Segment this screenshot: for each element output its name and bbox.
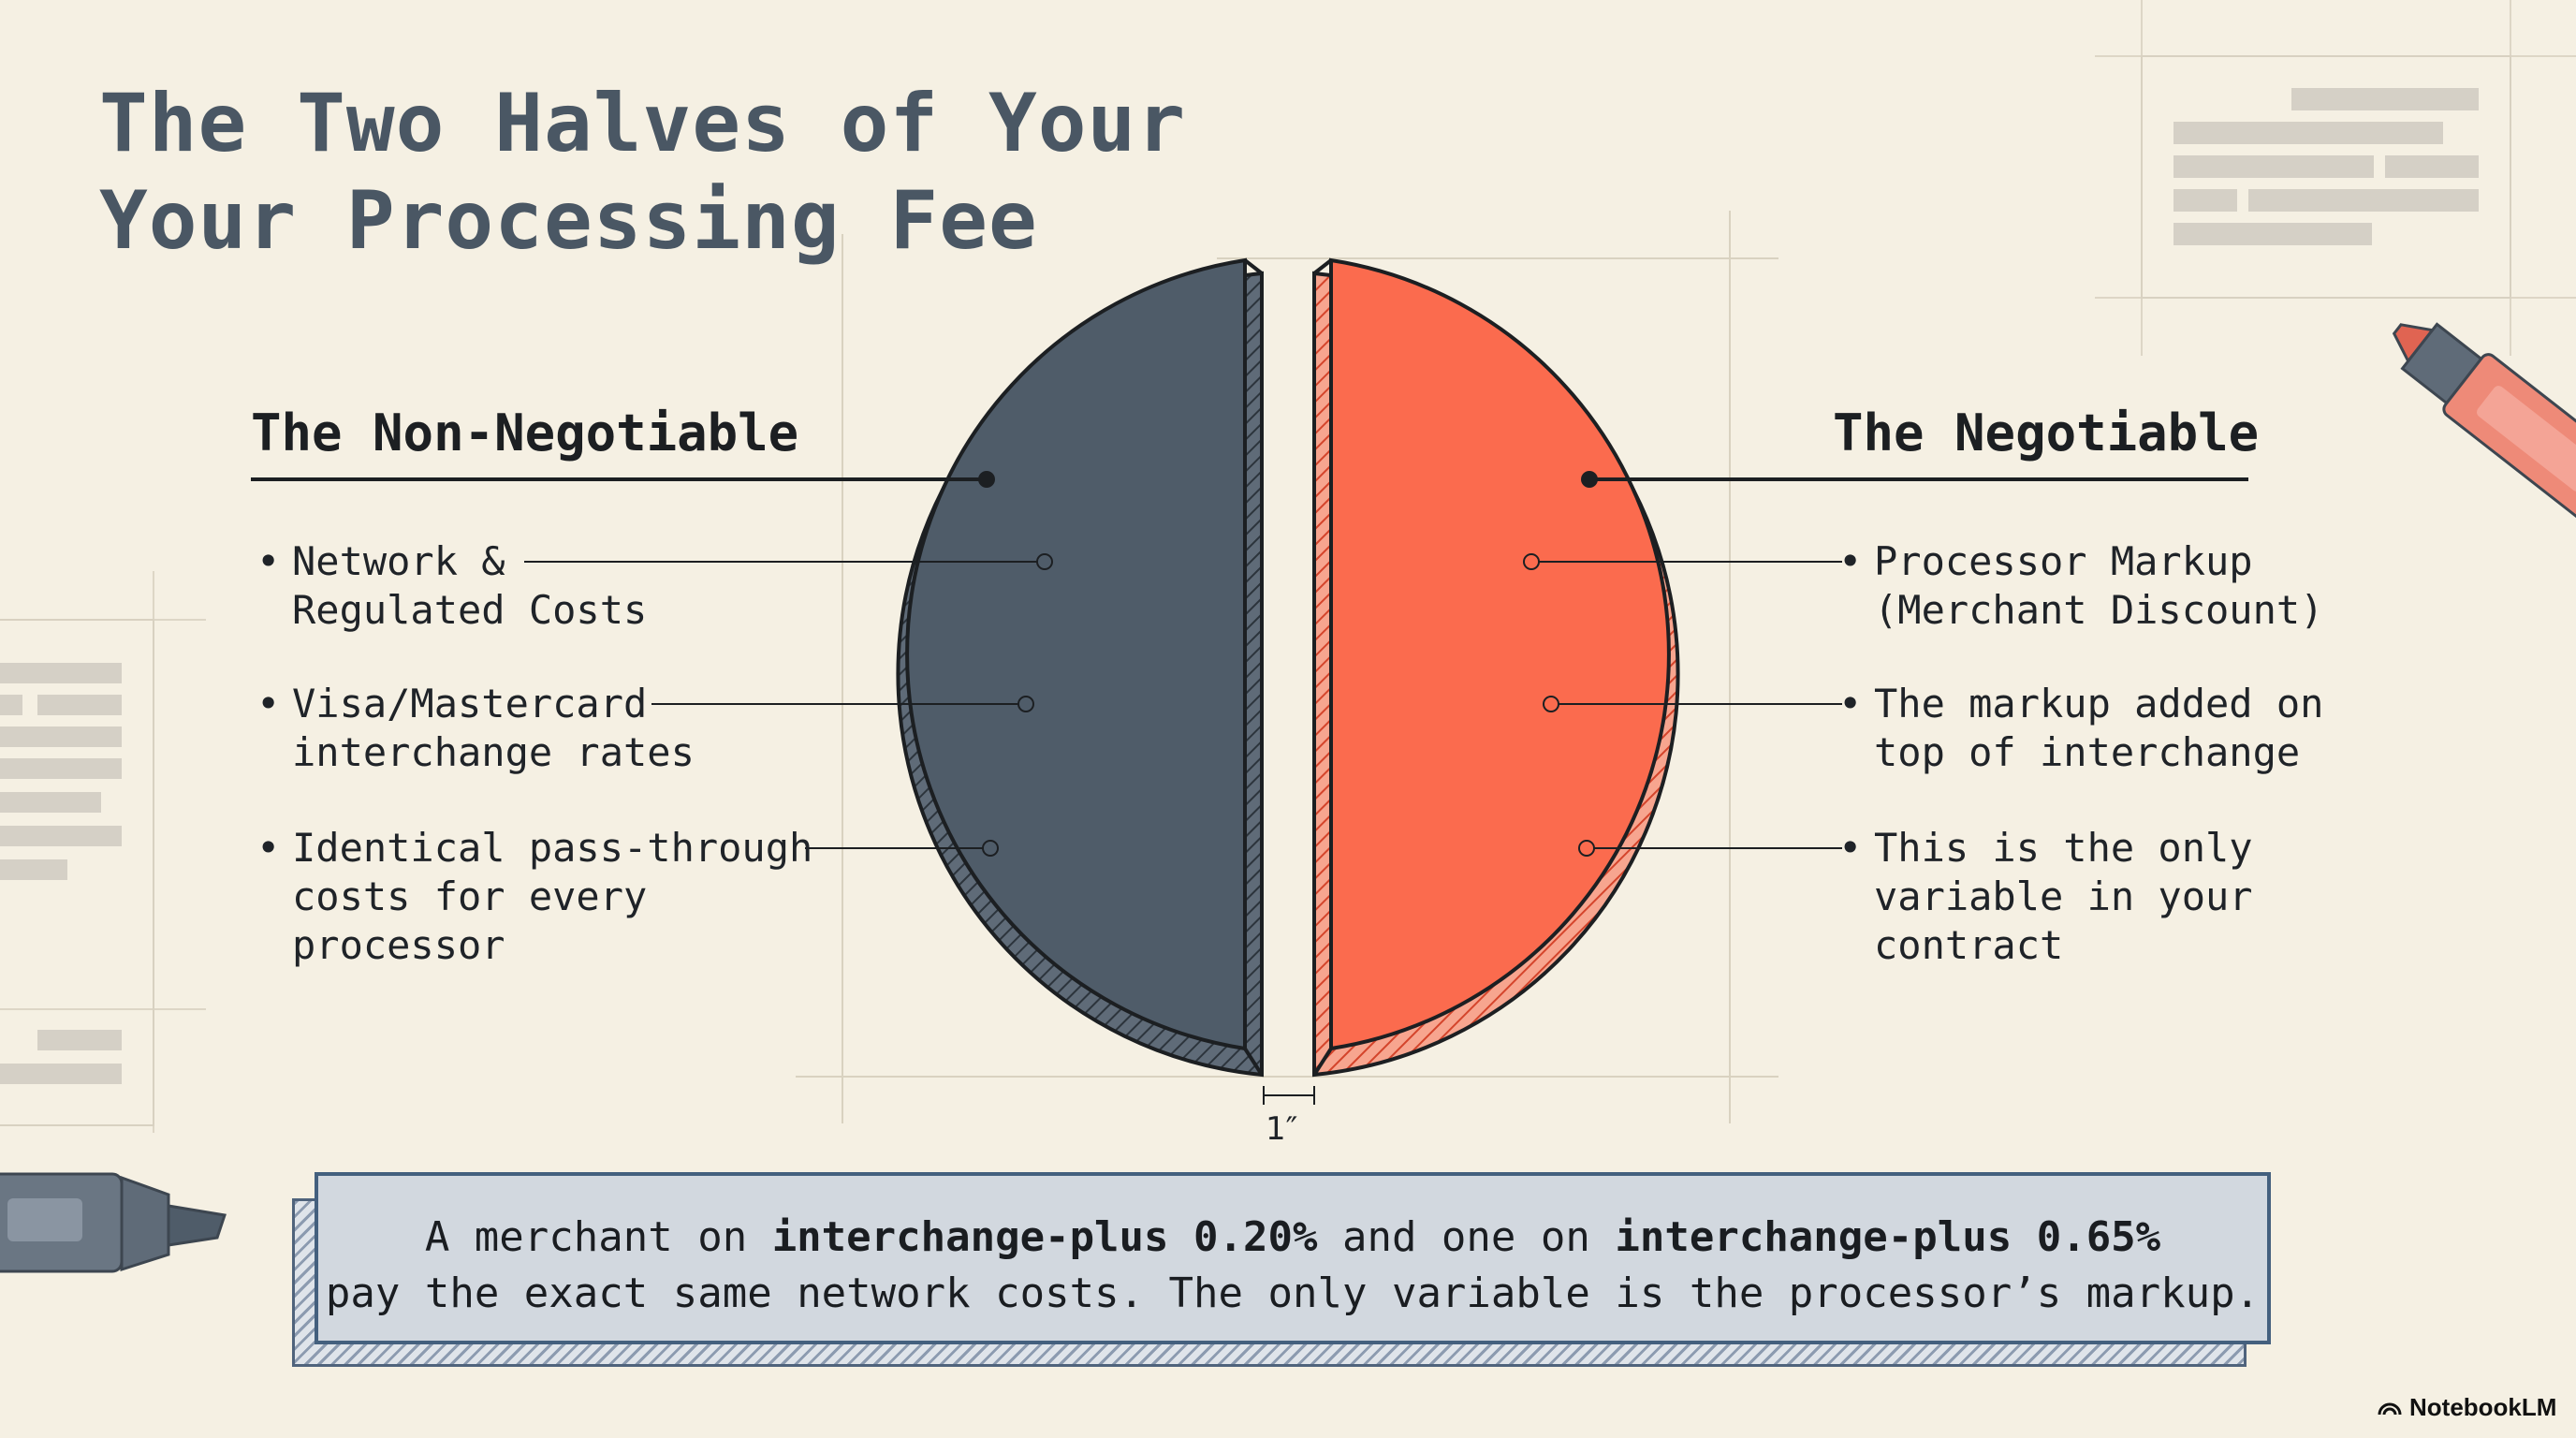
bullet-dot: • — [256, 538, 281, 584]
summary-callout: A merchant on interchange-plus 0.20% and… — [315, 1172, 2271, 1344]
right-bullet-markup-added: • The markup added on top of interchange — [1838, 680, 2324, 777]
pie-right-half — [1312, 257, 1680, 1078]
gap-dimension-marker — [1263, 1086, 1315, 1105]
notebooklm-logo-icon — [2378, 1393, 2402, 1422]
notebooklm-brand: NotebookLM — [2378, 1393, 2556, 1422]
bullet-dot: • — [1838, 825, 1863, 871]
bullet-line: processor — [292, 922, 505, 968]
bullet-line: interchange rates — [292, 729, 695, 775]
highlighter-top-right — [2392, 322, 2576, 524]
document-sketch-left — [0, 571, 206, 1133]
heading-connector-left — [251, 471, 995, 488]
bullet-line: Processor Markup — [1874, 538, 2253, 584]
pie-left-half — [896, 257, 1264, 1078]
title-line-2: Your Processing Fee — [99, 174, 1038, 268]
non-negotiable-heading: The Non-Negotiable — [251, 404, 799, 462]
left-bullet-pass-through: • Identical pass-through costs for every… — [256, 824, 813, 970]
bullet-dot: • — [256, 681, 281, 726]
right-bullet-processor-markup: • Processor Markup (Merchant Discount) — [1838, 537, 2324, 635]
callout-row-2: pay the exact same network costs. The on… — [325, 1269, 2261, 1317]
bullet-line: contract — [1874, 922, 2064, 968]
bullet-line: variable in your — [1874, 873, 2253, 919]
bullet-line: top of interchange — [1874, 729, 2301, 775]
bullet-line: (Merchant Discount) — [1874, 587, 2324, 633]
bullet-dot: • — [256, 825, 281, 871]
title-line-1: The Two Halves of Your — [99, 77, 1187, 170]
bullet-line: Regulated Costs — [292, 587, 648, 633]
bullet-line: Visa/Mastercard — [292, 681, 648, 726]
callout-text: and one on — [1317, 1213, 1616, 1261]
left-bullet-interchange: • Visa/Mastercard interchange rates — [256, 680, 695, 777]
callout-text: A merchant on — [424, 1213, 772, 1261]
document-sketch-top-right — [2095, 0, 2576, 356]
bullet-line: This is the only — [1874, 825, 2253, 871]
gap-dimension-label: 1″ — [1266, 1110, 1298, 1148]
heading-connector-right — [1581, 471, 2248, 488]
bullet-line: Identical pass-through — [292, 825, 813, 871]
bullet-line: Network & — [292, 538, 505, 584]
bullet-dot: • — [1838, 538, 1863, 584]
guide-lines — [796, 211, 1778, 1123]
callout-row-1: A merchant on interchange-plus 0.20% and… — [318, 1210, 2267, 1266]
page-title: The Two Halves of Your Your Processing F… — [99, 75, 1316, 270]
callout-emphasis: interchange-plus 0.20% — [771, 1213, 1318, 1261]
callout-emphasis: interchange-plus 0.65% — [1615, 1213, 2161, 1261]
left-bullet-network-costs: • Network & Regulated Costs — [256, 537, 648, 635]
leader-lines-right — [1523, 553, 1842, 857]
bullet-dot: • — [1838, 681, 1863, 726]
brand-label: NotebookLM — [2409, 1393, 2557, 1421]
highlighter-bottom-left — [0, 1172, 227, 1273]
leader-lines-left — [524, 553, 1053, 857]
bullet-line: costs for every — [292, 873, 648, 919]
bullet-line: The markup added on — [1874, 681, 2324, 726]
negotiable-heading: The Negotiable — [1833, 404, 2260, 462]
right-bullet-only-variable: • This is the only variable in your cont… — [1838, 824, 2253, 970]
